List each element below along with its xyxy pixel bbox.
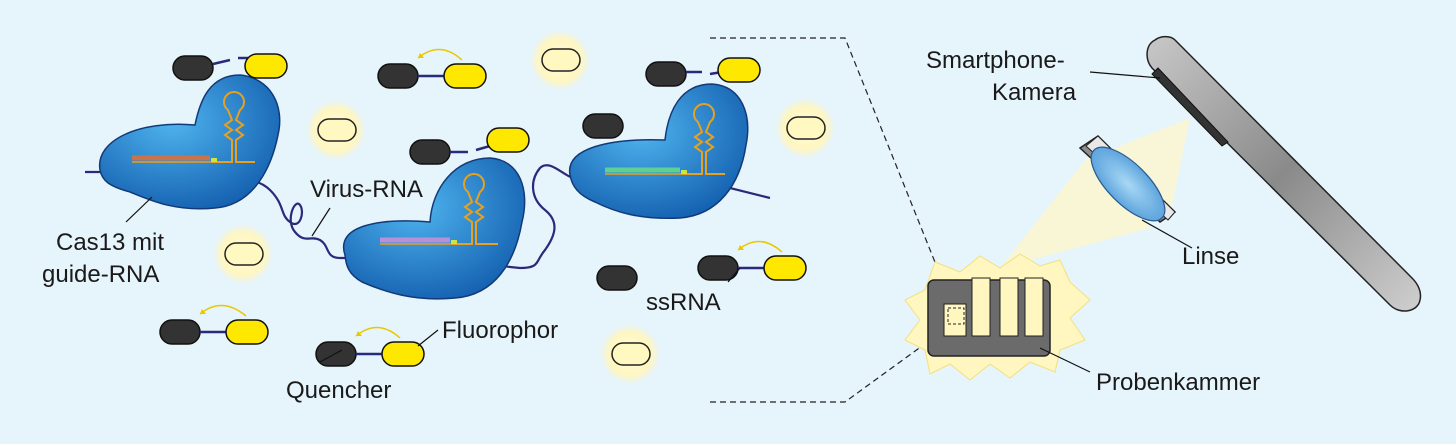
label-cas13-line1: Cas13 mit xyxy=(56,229,164,256)
leader-cas13 xyxy=(125,196,153,223)
cas13-complex-3 xyxy=(569,83,749,220)
glowing-fluorophor-3 xyxy=(775,98,835,158)
leader-smartphone xyxy=(1089,71,1161,79)
label-virus-rna: Virus-RNA xyxy=(310,176,423,203)
light-cone-upper xyxy=(1110,118,1190,215)
cleaved-reporter-2 xyxy=(409,127,530,165)
cleaved-reporter-1 xyxy=(172,53,288,81)
sample-chamber xyxy=(904,253,1091,381)
label-cas13-line2: guide-RNA xyxy=(42,261,159,288)
label-quencher: Quencher xyxy=(286,377,391,404)
cas13-complex-2 xyxy=(342,157,526,300)
glowing-fluorophor-4 xyxy=(213,224,273,284)
intact-reporter-1 xyxy=(377,48,487,89)
label-ssrna: ssRNA xyxy=(646,289,721,316)
label-linse: Linse xyxy=(1182,243,1239,270)
leader-quencher xyxy=(319,349,343,363)
label-probenkammer: Probenkammer xyxy=(1096,369,1260,396)
glowing-fluorophor-2 xyxy=(306,100,366,160)
glowing-fluorophor-1 xyxy=(530,30,590,90)
cleaved-reporter-3 xyxy=(645,57,761,87)
zoom-line-bottom xyxy=(710,321,956,403)
cas13-complex-1 xyxy=(99,74,281,210)
lens xyxy=(1078,135,1177,223)
label-fluorophor: Fluorophor xyxy=(442,317,558,344)
glowing-fluorophor-5 xyxy=(600,324,660,384)
leader-probenkammer xyxy=(1039,347,1091,373)
intact-reporter-2 xyxy=(159,304,269,345)
zoom-line-top xyxy=(710,37,956,313)
label-smartphone-line2: Kamera xyxy=(992,79,1077,106)
intact-reporter-3 xyxy=(315,326,425,367)
leader-linse xyxy=(1141,219,1193,249)
smartphone xyxy=(1146,35,1422,312)
leader-virus-rna xyxy=(311,207,331,237)
leader-ssrna xyxy=(727,267,741,283)
intact-reporter-4 xyxy=(697,240,807,281)
virus-rna-strand xyxy=(85,164,771,270)
label-smartphone-line1: Smartphone- xyxy=(926,47,1065,74)
leader-fluorophor xyxy=(417,329,439,347)
free-quencher-1 xyxy=(582,113,624,139)
free-quencher-2 xyxy=(596,265,638,291)
